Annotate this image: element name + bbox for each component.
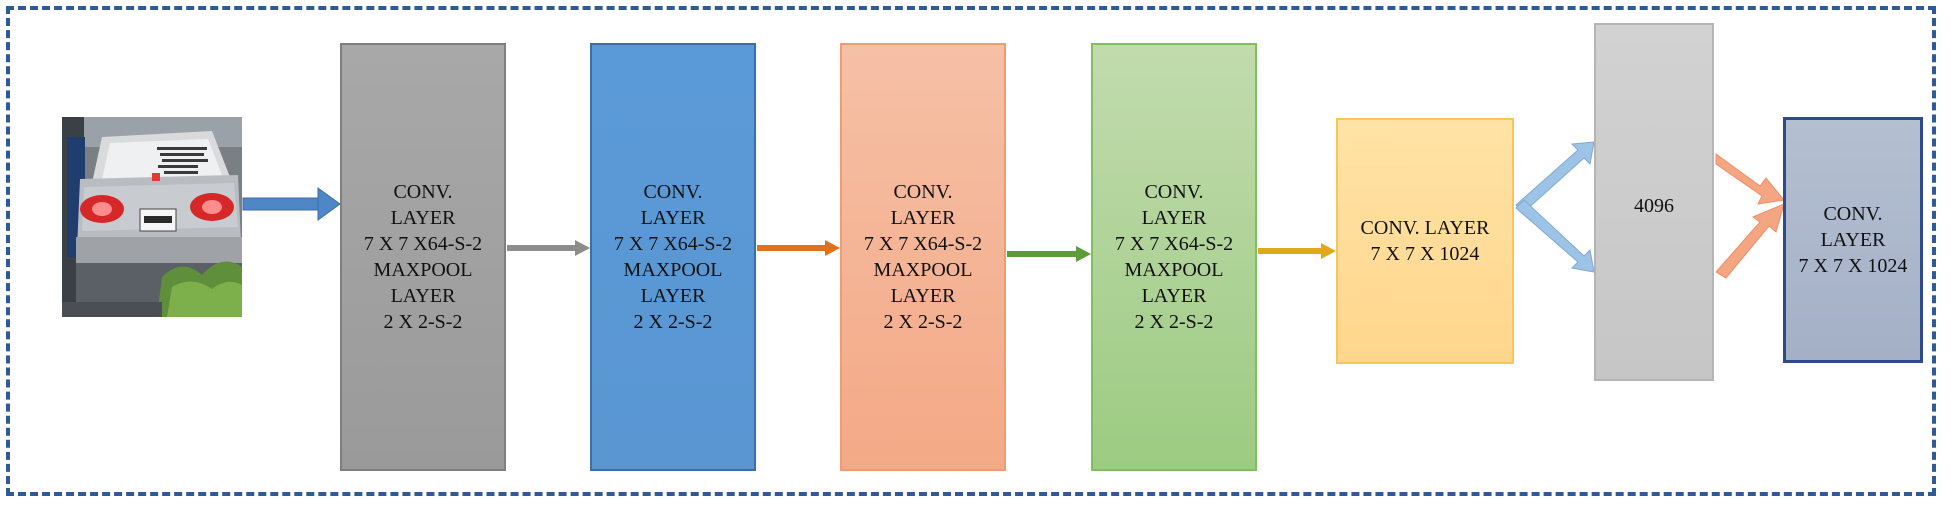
block-label: 4096 <box>1634 195 1674 217</box>
input-car-image <box>62 117 242 317</box>
arrow-conv3-to-conv4 <box>1007 246 1091 262</box>
conv-1024-final-block: CONV.LAYER 7 X 7 X 1024 <box>1783 117 1923 363</box>
dashed-frame <box>6 6 1936 496</box>
block-label: CONV.LAYER 7 X 7 X 1024 <box>1798 203 1908 277</box>
arrow-4096-to-final <box>1715 153 1785 279</box>
arrow-conv2-to-conv3 <box>757 240 840 256</box>
fc-4096-block: 4096 <box>1594 23 1714 381</box>
arrow-conv1-to-conv2 <box>507 240 590 256</box>
arrow-input-to-conv1 <box>242 187 341 221</box>
arrow-conv4-to-conv1024 <box>1258 243 1336 259</box>
arrow-conv1024-to-4096 <box>1515 141 1595 273</box>
